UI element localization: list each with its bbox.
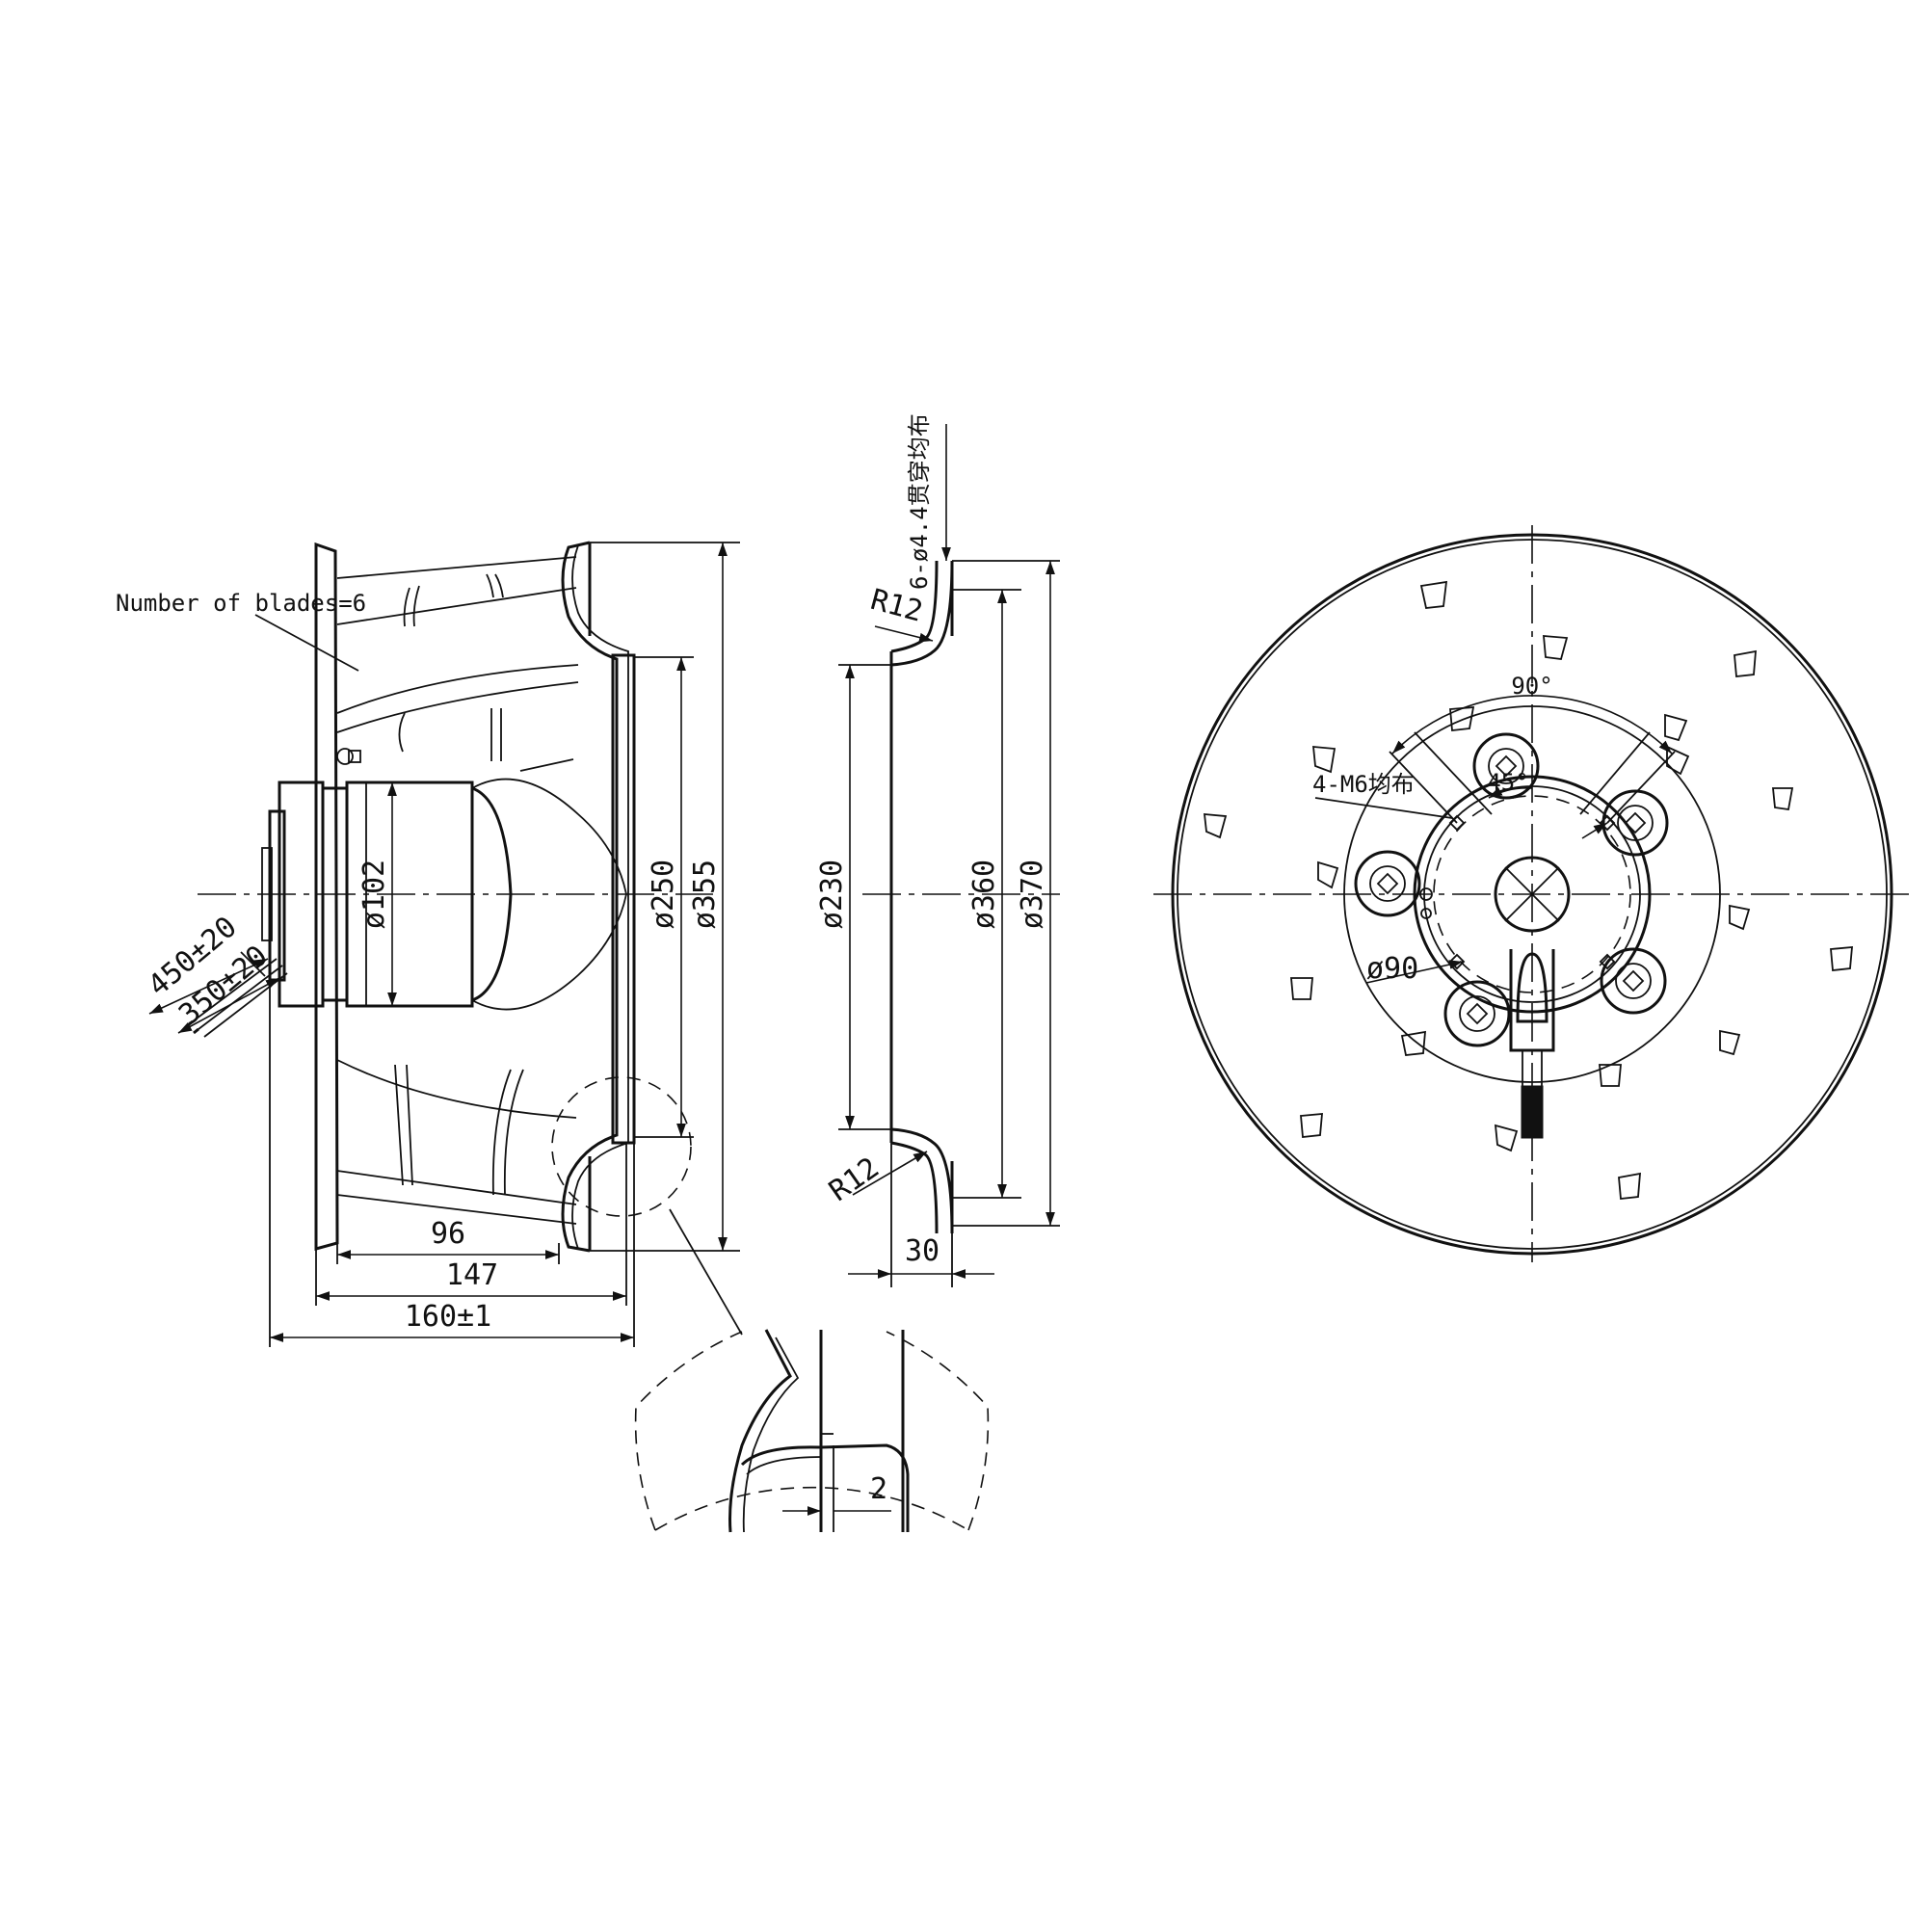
side-dimensions: ø102 ø250 ø355 96 147 160±1 450±20 350±2… bbox=[116, 542, 740, 1347]
detail-view: 2 bbox=[551, 1076, 990, 1533]
motor-dome bbox=[471, 786, 513, 1002]
detail-marker-circle bbox=[551, 1076, 692, 1217]
ring-profile bbox=[889, 560, 954, 1234]
outer-disc bbox=[1171, 533, 1893, 1256]
side-view bbox=[187, 541, 713, 1253]
dim-d355: ø355 bbox=[688, 860, 722, 929]
dim-d360: ø360 bbox=[967, 860, 1001, 929]
dim-2: 2 bbox=[870, 1472, 887, 1506]
dim-d102: ø102 bbox=[357, 860, 391, 929]
dim-d230: ø230 bbox=[815, 860, 849, 929]
dim-d90: ø90 bbox=[1366, 952, 1418, 986]
detail-enlarged-arc bbox=[654, 1486, 969, 1531]
shaft-hub bbox=[1494, 856, 1571, 933]
cable-gland bbox=[1509, 949, 1555, 1052]
motor-flange bbox=[1413, 775, 1652, 1014]
motor-base-circle bbox=[1343, 705, 1721, 1083]
dim-d250: ø250 bbox=[647, 860, 680, 929]
dim-147: 147 bbox=[446, 1258, 498, 1292]
label-number-of-blades: Number of blades=6 bbox=[116, 590, 366, 617]
dim-96: 96 bbox=[431, 1217, 465, 1251]
dim-angle-90: 90° bbox=[1511, 673, 1552, 700]
blade-cutouts bbox=[1203, 580, 1853, 1200]
label-4-m6: 4-M6均布 bbox=[1312, 771, 1415, 798]
m6-holes bbox=[1419, 814, 1616, 970]
motor-rotor bbox=[345, 781, 474, 1008]
label-6-holes: 6-ø4.4贯穿均布 bbox=[906, 413, 933, 590]
dim-30: 30 bbox=[905, 1234, 940, 1268]
dim-r12-bottom: R12 bbox=[823, 1151, 885, 1208]
dim-angle-45: 45° bbox=[1487, 769, 1528, 796]
dim-d370: ø370 bbox=[1016, 860, 1049, 929]
front-view: 90° 45° 4-M6均布 ø90 bbox=[1153, 525, 1913, 1262]
inlet-ring bbox=[611, 653, 636, 1145]
ring-dimensions: ø230 ø360 ø370 30 R12 R12 6-ø4.4贯穿均布 bbox=[815, 413, 1060, 1287]
inlet-ring-section bbox=[862, 560, 1060, 1234]
inlet-shroud bbox=[561, 541, 619, 1253]
dim-160: 160±1 bbox=[405, 1300, 491, 1334]
